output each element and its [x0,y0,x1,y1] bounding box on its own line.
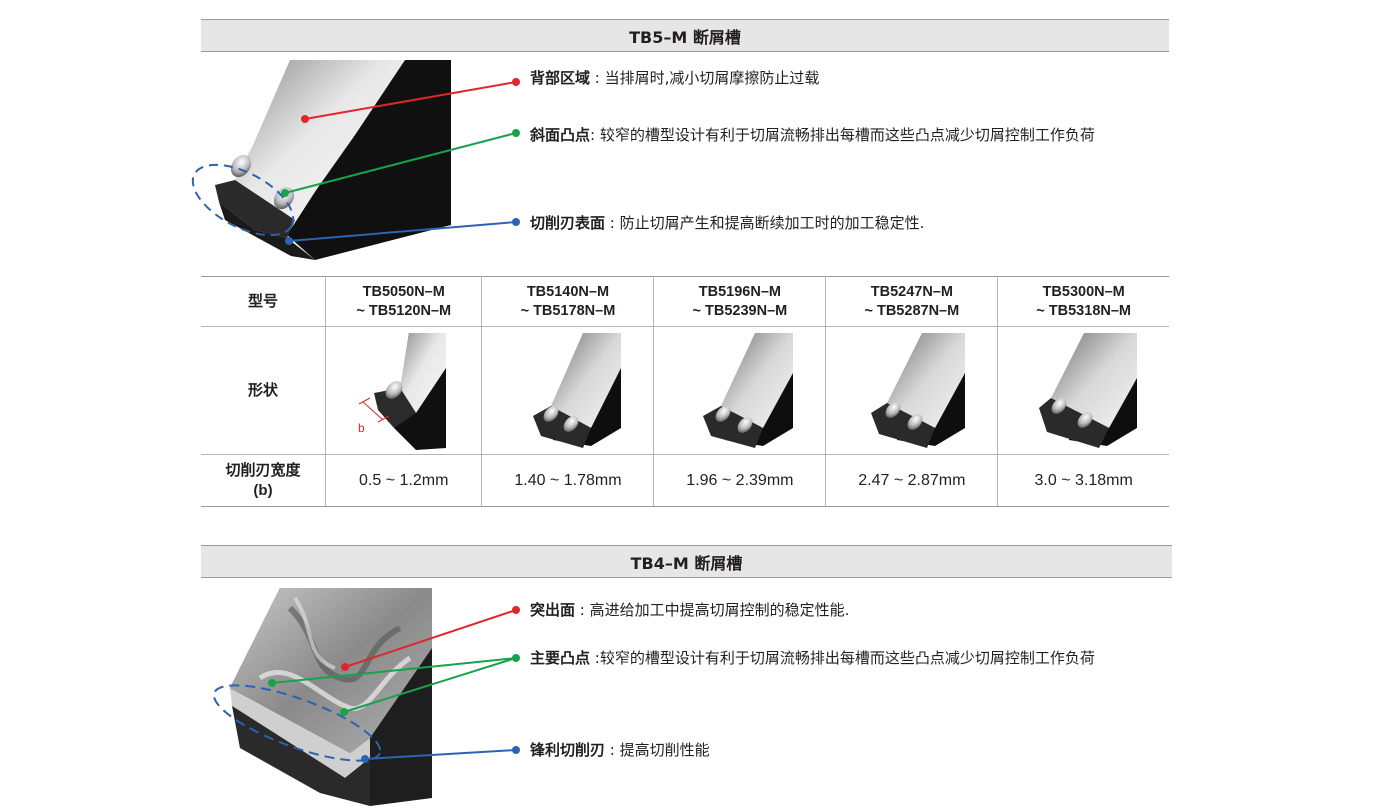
model-cell: TB5140N–M~ TB5178N–M [481,276,655,327]
section-title-tb4m: TB4–M 断屑槽 [201,545,1172,578]
callout-main-bumps: 主要凸点 :较窄的槽型设计有利于切屑流畅排出每槽而这些凸点减少切屑控制工作负荷 [530,649,1095,667]
row-label-width: 切削刃宽度(b) [201,454,326,507]
svg-text:b: b [358,421,365,435]
shape-cell [653,326,827,455]
width-cell: 1.40 ~ 1.78mm [481,454,655,507]
callout-raised-face: 突出面 : 高进给加工中提高切屑控制的稳定性能. [530,601,850,619]
row-label-shape: 形状 [201,326,326,455]
model-cell: TB5196N–M~ TB5239N–M [653,276,827,327]
section-title-tb5m: TB5–M 断屑槽 [201,19,1169,52]
model-cell: TB5050N–M~ TB5120N–M [324,276,483,327]
table-row-shape: 形状 b [201,326,1169,455]
insert-thumbnail: b [358,333,446,450]
table-row-width: 切削刃宽度(b) 0.5 ~ 1.2mm 1.40 ~ 1.78mm 1.96 … [201,454,1169,507]
callout-slope-bumps: 斜面凸点: 较窄的槽型设计有利于切屑流畅排出每槽而这些凸点减少切屑控制工作负荷 [530,126,1095,144]
tb5m-insert-illustration [200,60,451,265]
callout-sharp-edge: 锋利切削刃 : 提高切削性能 [530,741,710,759]
table-row-model: 型号 TB5050N–M~ TB5120N–M TB5140N–M~ TB517… [201,276,1169,327]
shape-cell: b [324,326,483,455]
spec-table: 型号 TB5050N–M~ TB5120N–M TB5140N–M~ TB517… [201,276,1169,507]
width-cell: 1.96 ~ 2.39mm [653,454,827,507]
width-cell: 0.5 ~ 1.2mm [324,454,483,507]
model-cell: TB5300N–M~ TB5318N–M [997,276,1169,327]
tb4m-insert-illustration [230,588,432,806]
row-label-model: 型号 [201,276,326,327]
callout-back-area: 背部区域 : 当排屑时,减小切屑摩擦防止过载 [530,69,820,87]
shape-cell [997,326,1169,455]
shape-cell [481,326,655,455]
model-cell: TB5247N–M~ TB5287N–M [825,276,999,327]
callout-edge-surface: 切削刃表面 : 防止切屑产生和提高断续加工时的加工稳定性. [530,214,925,232]
width-cell: 2.47 ~ 2.87mm [825,454,999,507]
shape-cell [825,326,999,455]
width-cell: 3.0 ~ 3.18mm [997,454,1169,507]
